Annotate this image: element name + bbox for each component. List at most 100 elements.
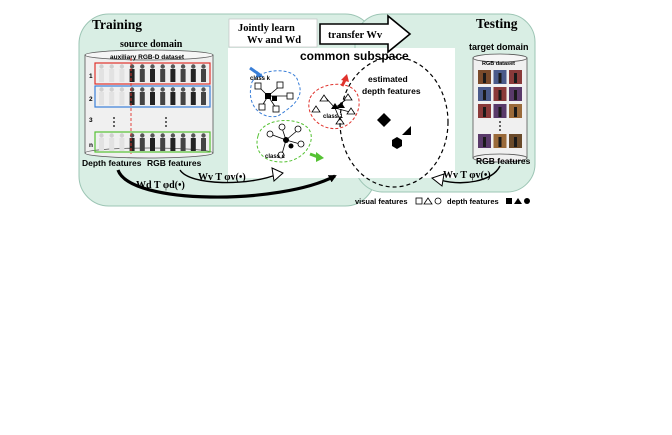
person-head [180,87,186,92]
rgb-features-label: RGB features [147,158,202,168]
person-body [160,92,166,105]
row-number-n: n [89,142,93,149]
class-k-label: class k [250,76,271,82]
target-ellipsis [499,121,501,131]
person-body [150,138,155,151]
row-number-2: 2 [89,96,93,103]
depth-features-label: Depth features [82,158,142,168]
person-body [190,69,196,82]
person-head [150,133,155,138]
person-body [109,69,115,82]
person-head [201,87,206,92]
legend-depth-label: depth features [447,197,499,206]
formula-rgb: Wv T φv(•) [198,172,246,183]
target-image-figure [498,90,502,100]
person-body [190,138,196,151]
person-body [160,69,166,82]
person-head [170,87,176,92]
person-body [99,92,104,105]
person-head [160,87,165,92]
source-domain-title: source domain [120,39,183,50]
person-body [150,92,155,105]
person-body [150,69,155,82]
class-k-cluster [249,66,301,118]
target-image-figure [498,107,502,117]
legend-visual-shapes [415,197,442,205]
jointly-learn-line1: Jointly learn [238,23,295,34]
target-image-figure [514,107,517,117]
target-image-figure [514,73,517,83]
person-head [99,64,104,69]
class-c-cluster [256,119,324,163]
person-head [140,87,145,92]
person-head [119,87,125,92]
person-body [129,69,135,82]
person-head [119,133,125,138]
person-head [99,87,104,92]
person-head [180,133,186,138]
person-body [170,69,176,82]
target-image-figure [514,137,517,147]
subspace-area-right [355,48,455,178]
person-head [99,133,104,138]
person-body [170,138,176,151]
estimated-line2: depth features [362,86,421,96]
person-head [140,133,145,138]
person-head [191,133,196,138]
person-head [191,87,196,92]
person-head [191,64,196,69]
person-body [201,69,206,82]
red-highlight-row [94,62,211,85]
person-head [160,133,165,138]
person-strips [99,64,206,151]
formula-depth: Wd T φd(•) [136,180,185,191]
rgb-mapping-arrow [179,169,279,184]
target-formula: Wv T φv(•) [443,170,491,181]
target-image-figure [514,90,517,100]
jointly-learn-line2: Wv and Wd [247,35,301,46]
class-1-label: class 1 [323,114,344,120]
jointly-learn-box [228,18,318,48]
person-head [140,64,145,69]
person-body [109,92,115,105]
person-body [190,92,196,105]
target-mapping-arrowhead [430,173,445,187]
person-body [99,138,104,151]
person-head [109,64,114,69]
person-head [109,133,114,138]
target-domain-title: target domain [469,42,529,52]
person-body [119,92,125,105]
target-dataset-label: RGB dataset [482,61,515,67]
person-body [139,92,145,105]
transfer-label: transfer Wv [328,30,383,41]
row-number-3: 3 [89,117,93,124]
person-head [201,64,206,69]
person-body [109,138,115,151]
common-subspace-title: common subspace [300,49,409,63]
green-highlight-row [94,131,211,153]
person-body [99,69,104,82]
target-image-figure [483,107,486,117]
testing-title: Testing [476,16,518,31]
row-number-1: 1 [89,73,93,80]
person-body [201,138,206,151]
target-rgb-label: RGB features [476,156,531,166]
rgb-mapping-arrowhead [271,167,284,182]
person-head [201,133,206,138]
person-body [180,138,186,151]
person-body [129,138,135,151]
person-body [170,92,176,105]
target-image-figure [483,137,486,147]
person-body [129,92,135,105]
person-body [160,138,166,151]
person-body [180,69,186,82]
person-head [160,64,165,69]
person-body [180,92,186,105]
person-body [139,69,145,82]
depth-mapping-arrow [116,169,337,199]
class-c-label: class c [265,154,286,160]
target-image-figure [483,90,486,100]
target-mapping-arrow [439,165,501,184]
training-title: Training [92,17,142,32]
